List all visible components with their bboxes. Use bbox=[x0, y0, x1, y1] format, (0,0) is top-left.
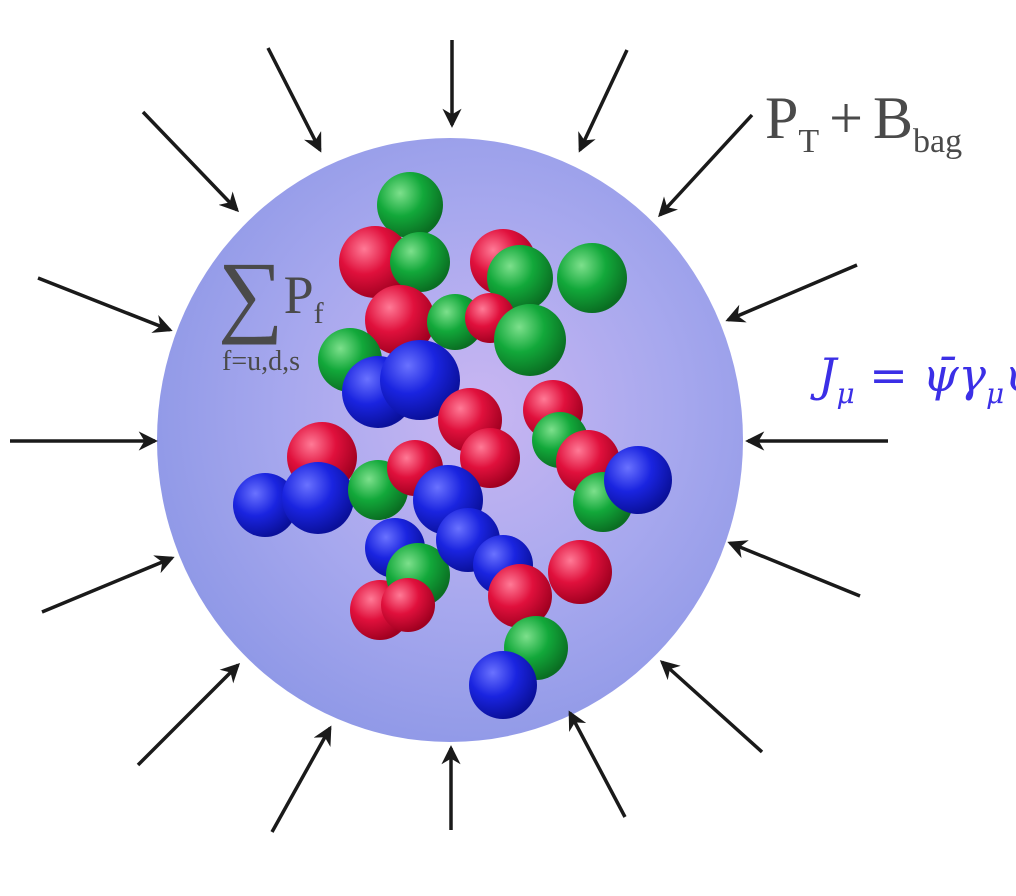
green-quark bbox=[390, 232, 450, 292]
pressure-arrow bbox=[725, 263, 858, 323]
pressure-arrows bbox=[10, 40, 888, 833]
pressure-arrow bbox=[659, 660, 764, 754]
flavor-range: f=u,d,s bbox=[222, 346, 301, 377]
pressure-arrow bbox=[266, 47, 322, 153]
red-quark bbox=[365, 285, 435, 355]
pressure-label: PT+Bbag bbox=[765, 85, 963, 160]
pressure-arrow bbox=[41, 555, 175, 614]
red-quark bbox=[381, 578, 435, 632]
quark-cluster bbox=[233, 172, 672, 719]
current-equation-label: Jμ = ψ̄γμψ bbox=[818, 348, 1016, 410]
red-quark bbox=[488, 564, 552, 628]
green-quark bbox=[487, 245, 553, 311]
pressure-arrow bbox=[727, 540, 861, 598]
blue-quark bbox=[282, 462, 354, 534]
quark-pressure-sum-label: ∑Pf f=u,d,s bbox=[218, 243, 324, 377]
pressure-arrow bbox=[141, 110, 239, 213]
pressure-arrow bbox=[658, 113, 754, 218]
blue-quark bbox=[233, 473, 297, 537]
blue-quark bbox=[469, 651, 537, 719]
pressure-arrow bbox=[37, 276, 173, 333]
blue-quark bbox=[604, 446, 672, 514]
pressure-arrow bbox=[270, 725, 332, 833]
green-quark bbox=[557, 243, 627, 313]
blue-quark bbox=[380, 340, 460, 420]
red-quark bbox=[339, 226, 411, 298]
sum-symbol: ∑ bbox=[218, 243, 284, 345]
pressure-arrow bbox=[568, 710, 627, 818]
pressure-arrow bbox=[136, 662, 241, 767]
red-quark bbox=[548, 540, 612, 604]
red-quark bbox=[460, 428, 520, 488]
green-quark bbox=[494, 304, 566, 376]
pressure-arrow bbox=[578, 49, 629, 153]
green-quark bbox=[377, 172, 443, 238]
